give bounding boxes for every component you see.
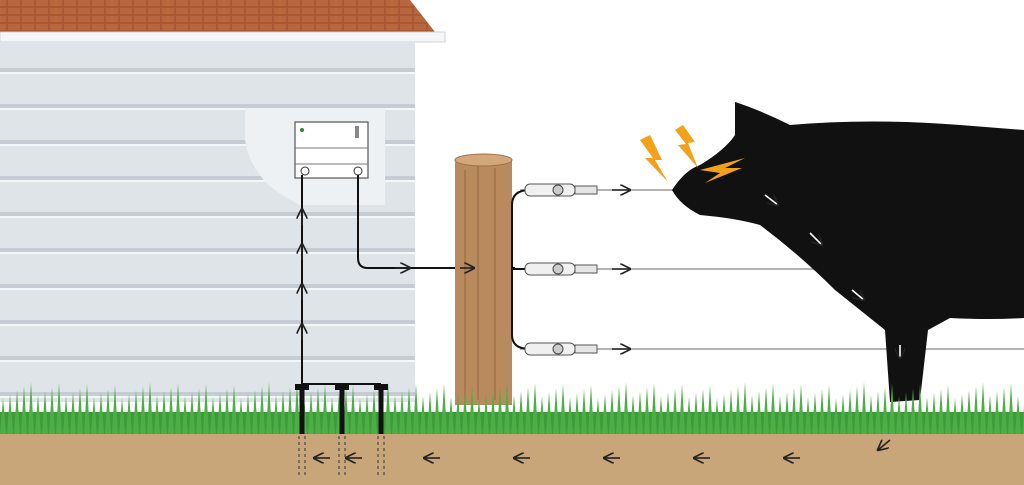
siding-slat [0, 104, 415, 108]
siding-highlight [0, 72, 415, 74]
fence-energizer [294, 121, 369, 179]
soil [0, 433, 1024, 485]
siding-highlight [0, 324, 415, 326]
ground-rod [374, 384, 388, 478]
arrow-icon [878, 440, 891, 450]
siding-highlight [0, 108, 415, 110]
siding-highlight [0, 144, 415, 146]
energizer-switch [355, 126, 359, 138]
wire-insulator [524, 342, 598, 356]
siding [0, 42, 415, 402]
wire-insulator [524, 183, 598, 197]
wire-insulator [524, 262, 598, 276]
siding-slat [0, 140, 415, 144]
gutter [0, 31, 446, 43]
siding-slat [0, 248, 415, 252]
fence-terminal [353, 166, 363, 176]
grass-blades [0, 382, 1024, 434]
siding-slat [0, 320, 415, 324]
arrow-icon [809, 232, 822, 245]
siding-slat [0, 68, 415, 72]
ground-rods [295, 383, 388, 478]
house [0, 0, 446, 402]
ground-terminal [300, 166, 310, 176]
siding-highlight [0, 180, 415, 182]
cow-silhouette [672, 102, 1024, 402]
siding-slat [0, 284, 415, 288]
roof [0, 0, 435, 32]
fence-post [454, 153, 513, 405]
siding-highlight [0, 360, 415, 362]
arrow-icon [851, 290, 864, 300]
siding-slat [0, 212, 415, 216]
siding-highlight [0, 216, 415, 218]
siding-slat [0, 356, 415, 360]
arrow-icon [764, 194, 778, 205]
ground-rod [295, 384, 309, 478]
siding-highlight [0, 252, 415, 254]
siding-highlight [0, 396, 415, 398]
siding-slat [0, 176, 415, 180]
indicator-light [300, 128, 304, 132]
grass [0, 382, 1024, 434]
siding-highlight [0, 288, 415, 290]
fence-lead-wire [357, 175, 515, 269]
siding-slat [0, 392, 415, 396]
current-flow-arrows [302, 190, 900, 458]
lightning-bolt-icon [640, 125, 745, 183]
